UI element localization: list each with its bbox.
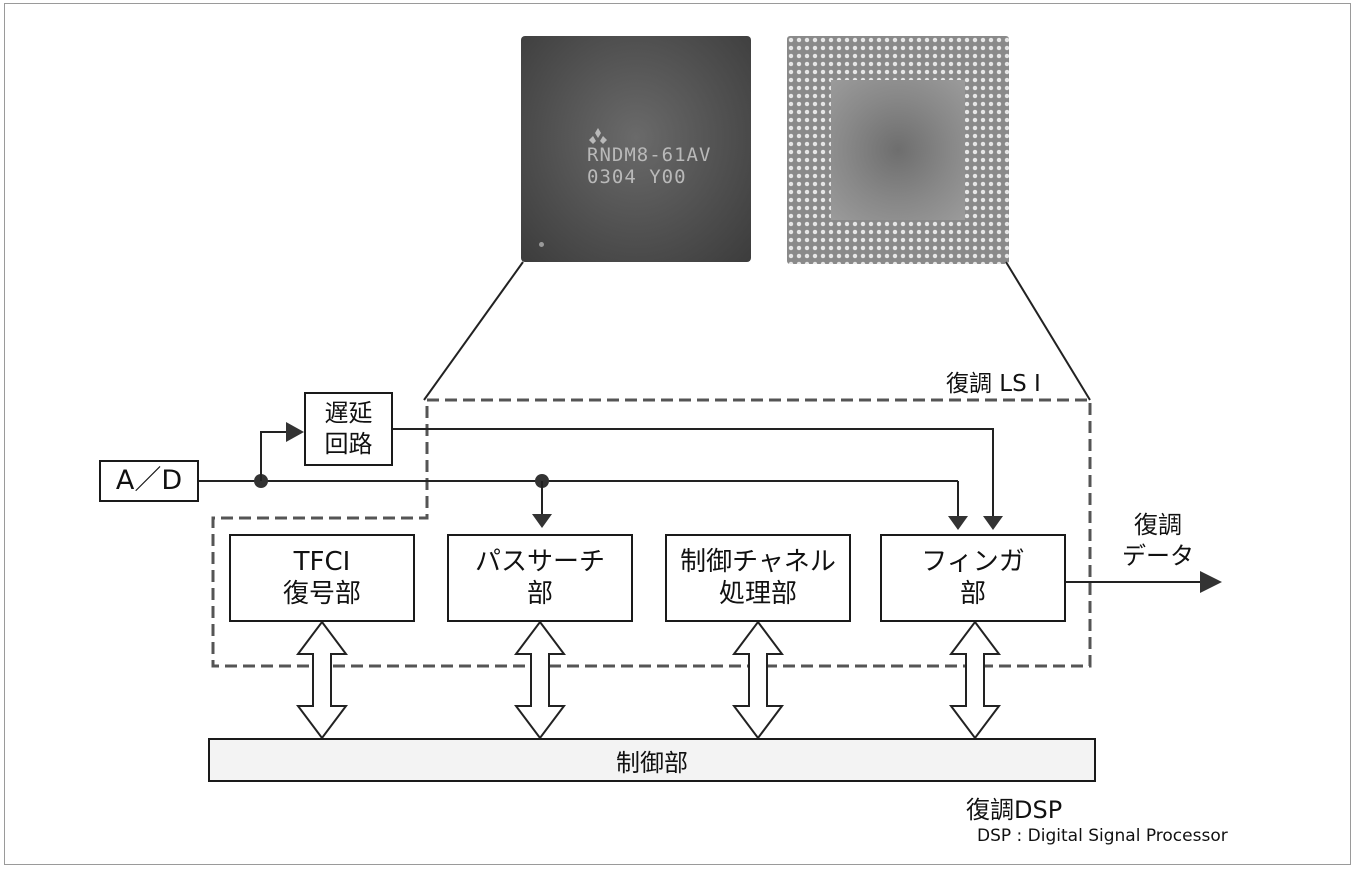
finger-label-line2: 部	[960, 578, 986, 611]
tfci-label-line2: 復号部	[283, 578, 361, 611]
output-arrow	[1200, 571, 1222, 593]
bus-arrow-tfci	[298, 622, 346, 738]
delay-output-line	[393, 429, 993, 522]
path-search-label-line2: 部	[527, 578, 553, 611]
lsi-label: 復調 LS I	[946, 364, 1041, 398]
ad-converter-block: A／D	[99, 460, 199, 502]
finger-block: フィンガ 部	[880, 534, 1066, 622]
delay-input-arrow	[286, 422, 304, 442]
output-label-line1: 復調	[1122, 510, 1194, 541]
projection-line-left	[424, 262, 523, 400]
control-channel-block: 制御チャネル 処理部	[665, 534, 851, 622]
control-label: 制御部	[616, 743, 688, 778]
path-search-label-line1: パスサーチ	[475, 546, 605, 579]
delay-label-line1: 遅延	[325, 398, 373, 429]
bus-arrow-control-channel	[734, 622, 782, 738]
bus-arrows	[298, 622, 999, 738]
control-bus-block: 制御部	[208, 738, 1096, 782]
finger-label-line1: フィンガ	[921, 546, 1024, 579]
path-search-input-arrow	[532, 514, 552, 528]
delay-label-line2: 回路	[325, 429, 373, 460]
control-channel-label-line2: 処理部	[719, 578, 797, 611]
finger-input-arrow	[948, 516, 968, 530]
output-label-line2: データ	[1122, 541, 1194, 572]
ad-converter-label: A／D	[116, 464, 182, 498]
tfci-label-line1: TFCI	[294, 546, 351, 579]
delayed-input-arrow	[983, 516, 1003, 530]
delay-circuit-block: 遅延 回路	[304, 392, 393, 466]
dsp-note: DSP : Digital Signal Processor	[977, 826, 1228, 846]
output-label: 復調 データ	[1122, 510, 1194, 572]
path-search-block: パスサーチ 部	[447, 534, 633, 622]
dsp-label: 復調DSP	[966, 790, 1062, 825]
bus-arrow-finger	[951, 622, 999, 738]
tfci-decoder-block: TFCI 復号部	[229, 534, 415, 622]
control-channel-label-line1: 制御チャネル	[680, 546, 836, 579]
bus-arrow-path-search	[516, 622, 564, 738]
